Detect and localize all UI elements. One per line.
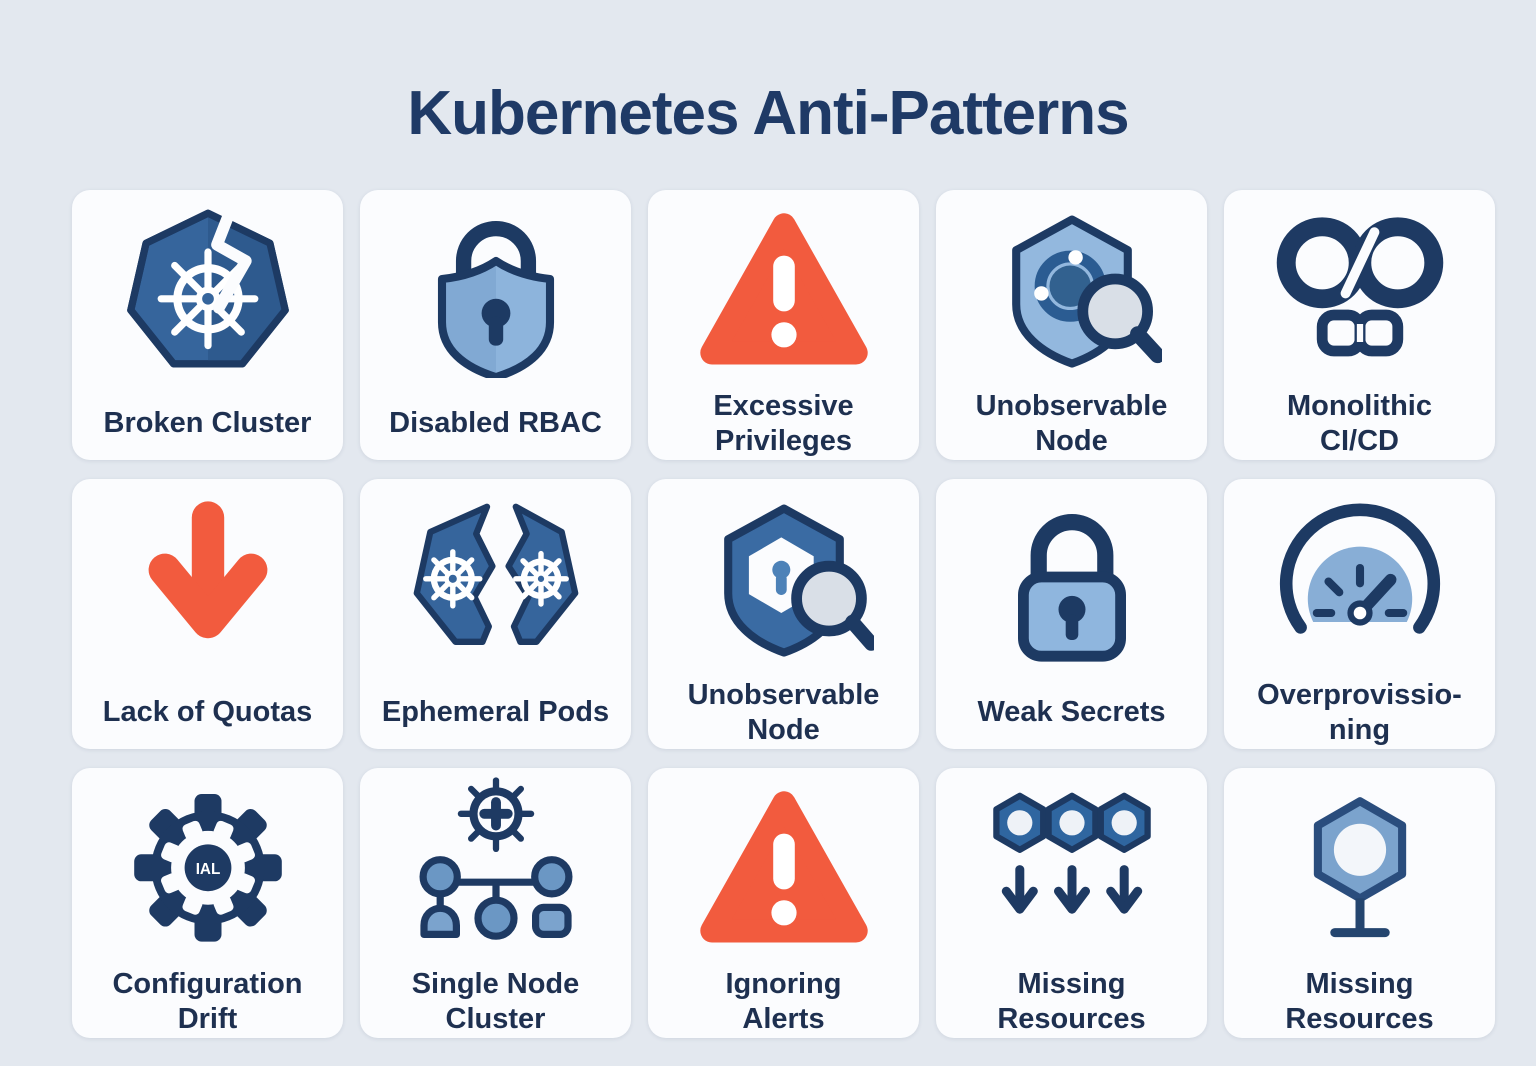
card-single-node-cluster: Single Node Cluster <box>360 768 631 1039</box>
page-title: Kubernetes Anti-Patterns <box>407 78 1129 148</box>
card-label: Unobservable Node <box>687 678 880 747</box>
card-label: Ignoring Alerts <box>725 967 842 1036</box>
card-label: Broken Cluster <box>103 407 312 440</box>
broken-cluster-icon <box>118 190 298 378</box>
card-configuration-drift: IAL Configuration Drift <box>72 768 343 1039</box>
card-overprovisioning: Overprovissio- ning <box>1224 479 1495 750</box>
card-disabled-rbac: Disabled RBAC <box>360 190 631 461</box>
broken-infinity-icon <box>1270 190 1450 378</box>
hexagon-on-stand-icon <box>1270 768 1450 956</box>
card-label: Missing Resources <box>997 967 1146 1036</box>
card-monolithic-cicd: Monolithic CI/CD <box>1224 190 1495 461</box>
card-missing-resources-2: Missing Resources <box>1224 768 1495 1039</box>
speedometer-gauge-icon <box>1270 479 1450 667</box>
warning-triangle-icon <box>694 768 874 956</box>
card-label: Configuration Drift <box>112 967 303 1036</box>
card-label: Excessive Privileges <box>713 389 854 458</box>
shield-keyhole-magnifier-icon <box>694 479 874 667</box>
card-label: Weak Secrets <box>977 696 1166 729</box>
card-missing-resources-1: Missing Resources <box>936 768 1207 1039</box>
card-label: Unobservable Node <box>975 389 1168 458</box>
card-weak-secrets: Weak Secrets <box>936 479 1207 750</box>
warning-triangle-icon <box>694 190 874 378</box>
card-label: Single Node Cluster <box>411 967 580 1036</box>
card-excessive-privileges: Excessive Privileges <box>648 190 919 461</box>
shield-ring-magnifier-icon <box>982 190 1162 378</box>
split-kubernetes-pods-icon <box>406 479 586 667</box>
card-label: Ephemeral Pods <box>381 696 610 729</box>
card-unobservable-node-1: Unobservable Node <box>936 190 1207 461</box>
hexagons-down-arrows-icon <box>982 768 1162 956</box>
card-label: Monolithic CI/CD <box>1287 389 1432 458</box>
card-label: Disabled RBAC <box>389 407 602 440</box>
card-broken-cluster: Broken Cluster <box>72 190 343 461</box>
card-label: Overprovissio- ning <box>1257 678 1462 747</box>
card-ignoring-alerts: Ignoring Alerts <box>648 768 919 1039</box>
infographic-canvas: { "page": { "title": "Kubernetes Anti-Pa… <box>0 41 1536 1066</box>
shield-padlock-icon <box>406 190 586 379</box>
helm-node-tree-icon <box>406 768 586 956</box>
card-ephemeral-pods: Ephemeral Pods <box>360 479 631 750</box>
card-lack-of-quotas: Lack of Quotas <box>72 479 343 750</box>
card-label: Lack of Quotas <box>102 696 313 729</box>
card-unobservable-node-2: Unobservable Node <box>648 479 919 750</box>
padlock-icon <box>982 479 1162 667</box>
svg-text:IAL: IAL <box>195 861 220 878</box>
anti-pattern-grid: Broken Cluster Disabled RBAC Excessive P… <box>72 190 1495 1039</box>
gear-icon: IAL <box>118 768 298 956</box>
down-arrow-icon <box>118 479 298 667</box>
card-label: Missing Resources <box>1285 967 1434 1036</box>
